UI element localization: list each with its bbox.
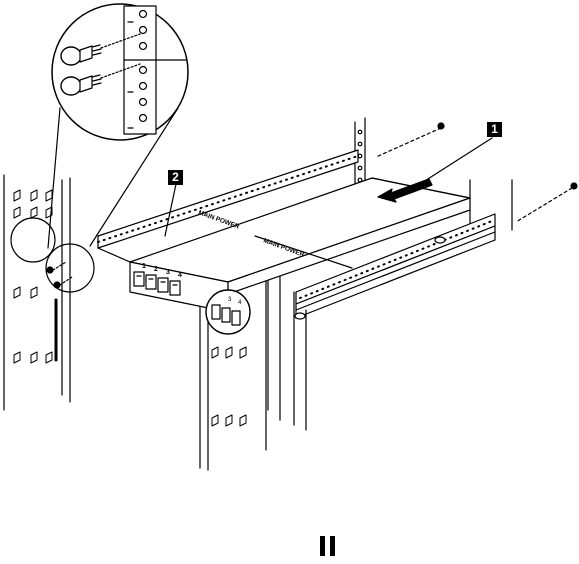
left-rack-mount-clips — [14, 190, 52, 363]
svg-text:4: 4 — [178, 272, 182, 279]
rear-screw-top — [376, 123, 444, 157]
svg-text:3: 3 — [166, 269, 170, 276]
callout-2: 2 — [168, 170, 183, 185]
svg-text:MAIN POWER: MAIN POWER — [197, 209, 240, 230]
callout-2-leader — [165, 184, 176, 236]
rear-screw-right — [516, 183, 577, 222]
outlet-detail-magnifier: 3 4 — [206, 290, 250, 334]
detail-magnifier — [48, 4, 188, 248]
svg-text:1: 1 — [142, 263, 146, 270]
pause-icon — [320, 536, 336, 556]
svg-text:2: 2 — [154, 266, 158, 273]
left-screws — [47, 262, 72, 288]
callout-1: 1 — [487, 122, 502, 137]
right-rack-rails — [268, 118, 512, 430]
callout-1-leader — [420, 138, 492, 184]
